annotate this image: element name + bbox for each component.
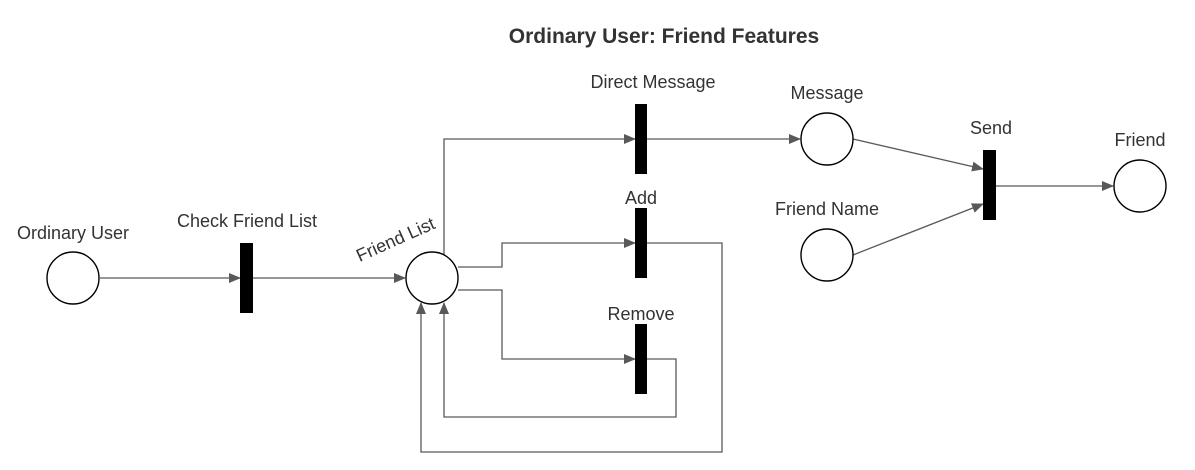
place-friend-list bbox=[405, 251, 459, 305]
label-direct-message: Direct Message bbox=[590, 72, 715, 92]
label-remove: Remove bbox=[607, 304, 674, 324]
edge-friend-list-to-remove bbox=[458, 289, 636, 364]
label-friend-name: Friend Name bbox=[775, 199, 879, 219]
place-message bbox=[800, 112, 854, 166]
transitions bbox=[240, 104, 996, 394]
label-ordinary-user: Ordinary User bbox=[17, 223, 129, 243]
place-ordinary-user bbox=[46, 251, 100, 305]
label-check-friend-list: Check Friend List bbox=[177, 211, 317, 231]
label-message: Message bbox=[790, 83, 863, 103]
transition-remove bbox=[635, 324, 647, 394]
transition-direct-message bbox=[635, 104, 647, 174]
transition-check-friend-list bbox=[240, 243, 253, 313]
edge-add-back-to-friend-list bbox=[416, 242, 723, 453]
place-friend-name bbox=[800, 228, 854, 282]
transition-add bbox=[635, 208, 647, 278]
place-friend bbox=[1113, 159, 1167, 213]
edge-message-to-send bbox=[852, 138, 984, 172]
places bbox=[46, 112, 1167, 305]
edge-friend-name-to-send bbox=[852, 203, 984, 256]
transition-send bbox=[983, 150, 996, 220]
edge-remove-back-to-friend-list bbox=[439, 302, 677, 418]
label-add: Add bbox=[625, 188, 657, 208]
label-friend: Friend bbox=[1114, 130, 1165, 150]
edge-friend-list-to-add bbox=[458, 238, 636, 268]
diagram-title: Ordinary User: Friend Features bbox=[509, 25, 819, 48]
edge-friend-list-to-direct-message bbox=[443, 134, 636, 255]
edges bbox=[100, 134, 1114, 453]
label-send: Send bbox=[970, 118, 1012, 138]
